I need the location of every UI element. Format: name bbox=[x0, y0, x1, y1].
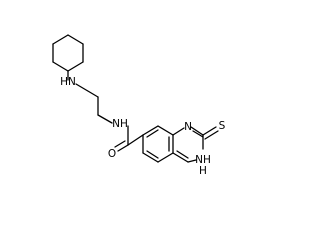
cyclohexane-ring bbox=[52, 34, 84, 72]
amide-nh-label: NH bbox=[112, 118, 128, 130]
bond bbox=[67, 34, 84, 45]
ethylene-linker bbox=[67, 70, 113, 124]
bond bbox=[142, 125, 159, 136]
bond bbox=[157, 152, 174, 163]
benzo-ring bbox=[142, 125, 174, 163]
bond bbox=[97, 114, 113, 124]
bond bbox=[75, 83, 99, 98]
bond bbox=[142, 152, 159, 163]
bond bbox=[192, 130, 204, 138]
bond bbox=[172, 152, 189, 163]
bond bbox=[52, 34, 69, 45]
bond bbox=[114, 140, 126, 148]
bond bbox=[127, 134, 144, 146]
amine-nh-label: HN bbox=[60, 76, 76, 88]
bond bbox=[176, 150, 189, 159]
pyrimidine-ring bbox=[172, 126, 204, 163]
bond bbox=[190, 126, 204, 136]
bond bbox=[146, 150, 159, 159]
bond bbox=[146, 129, 159, 138]
bond bbox=[187, 159, 197, 163]
amide-group bbox=[114, 125, 144, 152]
bond bbox=[202, 126, 217, 136]
bond bbox=[52, 61, 69, 72]
bond bbox=[67, 61, 84, 72]
molecule-svg: HN NH O N NH H S bbox=[52, 34, 226, 177]
thione-group bbox=[202, 126, 219, 140]
ring-nitrogen-label: N bbox=[184, 121, 192, 133]
atom-labels: HN NH O N NH H S bbox=[60, 76, 226, 177]
thione-sulfur-label: S bbox=[219, 120, 226, 132]
bond bbox=[172, 127, 185, 136]
ring-nh-label: NH bbox=[195, 154, 211, 166]
bond bbox=[157, 125, 174, 136]
amide-oxygen-label: O bbox=[108, 148, 116, 160]
bond bbox=[204, 130, 219, 140]
ring-nh-hydrogen-label: H bbox=[199, 165, 207, 177]
bond bbox=[117, 144, 129, 152]
molecule-diagram: HN NH O N NH H S bbox=[52, 34, 226, 177]
